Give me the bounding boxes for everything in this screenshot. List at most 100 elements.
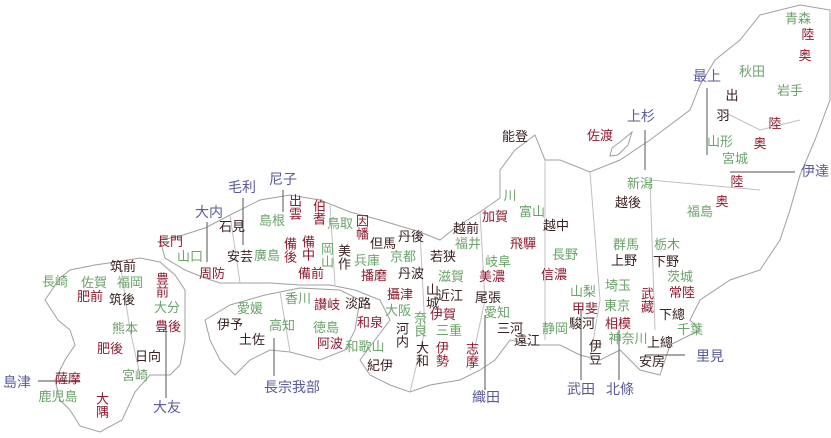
province-label: 越前	[452, 222, 480, 237]
prefecture-label: 山梨	[569, 285, 597, 300]
province-label: 豊前	[153, 272, 168, 298]
province-label: 備後	[281, 237, 296, 263]
prefecture-label: 高知	[268, 319, 296, 334]
clan-label: 大友	[153, 400, 181, 416]
province-label: 陸	[730, 175, 744, 190]
province-label: 伊豆	[586, 339, 601, 365]
province-label: 淡路	[344, 297, 372, 312]
prefecture-label: 京都	[389, 250, 417, 265]
province-label: 陸	[801, 28, 815, 43]
province-label: 備中	[299, 235, 314, 261]
prefecture-label: 鹿児島	[38, 390, 78, 405]
clan-label: 上杉	[627, 109, 655, 125]
province-label: 丹波	[397, 267, 425, 282]
province-label: 周防	[198, 267, 226, 282]
province-label: 奥	[715, 195, 729, 210]
prefecture-label: 神奈川	[608, 332, 648, 347]
prefecture-label: 秋田	[738, 65, 766, 80]
province-label: 常陸	[668, 286, 696, 301]
province-label: 遠江	[513, 334, 541, 349]
prefecture-label: 宮城	[721, 152, 749, 167]
province-label: 伊予	[216, 318, 244, 333]
province-label: 出	[725, 89, 739, 104]
clan-leader-lines	[38, 88, 795, 398]
province-label: 志摩	[463, 342, 478, 368]
prefecture-label: 富山	[518, 205, 546, 220]
province-label: 羽	[716, 109, 730, 124]
province-label: 伊賀	[429, 308, 457, 323]
province-label: 攝津	[386, 288, 414, 303]
province-label: 美作	[335, 244, 350, 270]
province-label: 相模	[604, 317, 632, 332]
province-label: 美濃	[478, 270, 506, 285]
province-label: 薩摩	[54, 372, 82, 387]
province-label: 肥前	[76, 290, 104, 305]
province-label: 伯耆	[310, 199, 325, 225]
prefecture-label: 佐賀	[80, 276, 108, 291]
province-label: 佐渡	[586, 129, 614, 144]
province-label: 日向	[134, 350, 162, 365]
province-label: 若狭	[429, 250, 457, 265]
prefecture-label: 福井	[454, 237, 482, 252]
province-label: 丹後	[397, 230, 425, 245]
province-label: 和泉	[356, 316, 384, 331]
province-label: 豊後	[154, 320, 182, 335]
prefecture-label: 熊本	[111, 322, 139, 337]
clan-label: 里見	[696, 349, 724, 365]
province-label: 駿河	[568, 317, 596, 332]
province-border	[229, 214, 241, 284]
prefecture-label: 長野	[551, 248, 579, 263]
province-label: 上總	[646, 336, 674, 351]
province-label: 近江	[436, 289, 464, 304]
prefecture-label: 滋賀	[437, 270, 465, 285]
province-label: 下野	[652, 255, 680, 270]
prefecture-label: 島根	[258, 214, 286, 229]
province-label: 甲斐	[571, 302, 599, 317]
province-label: 尾張	[474, 291, 502, 306]
province-label: 安芸	[226, 250, 254, 265]
prefecture-label: 岩手	[776, 84, 804, 99]
prefecture-label: 和歌山	[345, 340, 385, 355]
prefecture-label: 大分	[153, 301, 181, 316]
prefecture-label: 東京	[603, 299, 631, 314]
province-label: 越中	[542, 219, 570, 234]
province-label: 土佐	[238, 333, 266, 348]
province-border	[329, 204, 336, 286]
province-label: 加賀	[481, 210, 509, 225]
prefecture-label: 山形	[706, 135, 734, 150]
clan-label: 尼子	[269, 172, 297, 188]
prefecture-label: 千葉	[676, 323, 704, 338]
province-border	[719, 109, 801, 131]
province-label: 奥	[798, 49, 812, 64]
province-border	[649, 179, 761, 191]
prefecture-label: 香川	[284, 292, 312, 307]
province-border	[589, 171, 601, 361]
prefecture-label: 長崎	[41, 275, 69, 290]
province-label: 但馬	[369, 237, 397, 252]
prefecture-label: 福島	[686, 205, 714, 220]
province-border	[649, 179, 656, 331]
shikoku-outline	[204, 287, 361, 376]
province-label: 石見	[218, 220, 246, 235]
prefecture-label: 愛媛	[236, 302, 264, 317]
prefecture-label: 宮崎	[121, 369, 149, 384]
province-label: 筑前	[109, 260, 137, 275]
province-label: 安房	[638, 355, 666, 370]
province-label: 能登	[501, 130, 529, 145]
clan-label: 最上	[693, 69, 721, 85]
province-label: 阿波	[316, 337, 344, 352]
prefecture-label: 群馬	[612, 238, 640, 253]
province-label: 備前	[297, 267, 325, 282]
prefecture-label: 大阪	[384, 304, 412, 319]
province-label: 伊勢	[433, 341, 448, 367]
clan-label: 伊達	[801, 164, 829, 180]
province-label: 播磨	[360, 269, 388, 284]
prefecture-label: 山口	[176, 250, 204, 265]
prefecture-label: 愛知	[483, 306, 511, 321]
clan-label: 島津	[3, 375, 31, 391]
province-label: 河内	[393, 322, 408, 348]
prefecture-label: 鳥取	[326, 217, 354, 232]
province-label: 肥後	[96, 342, 124, 357]
